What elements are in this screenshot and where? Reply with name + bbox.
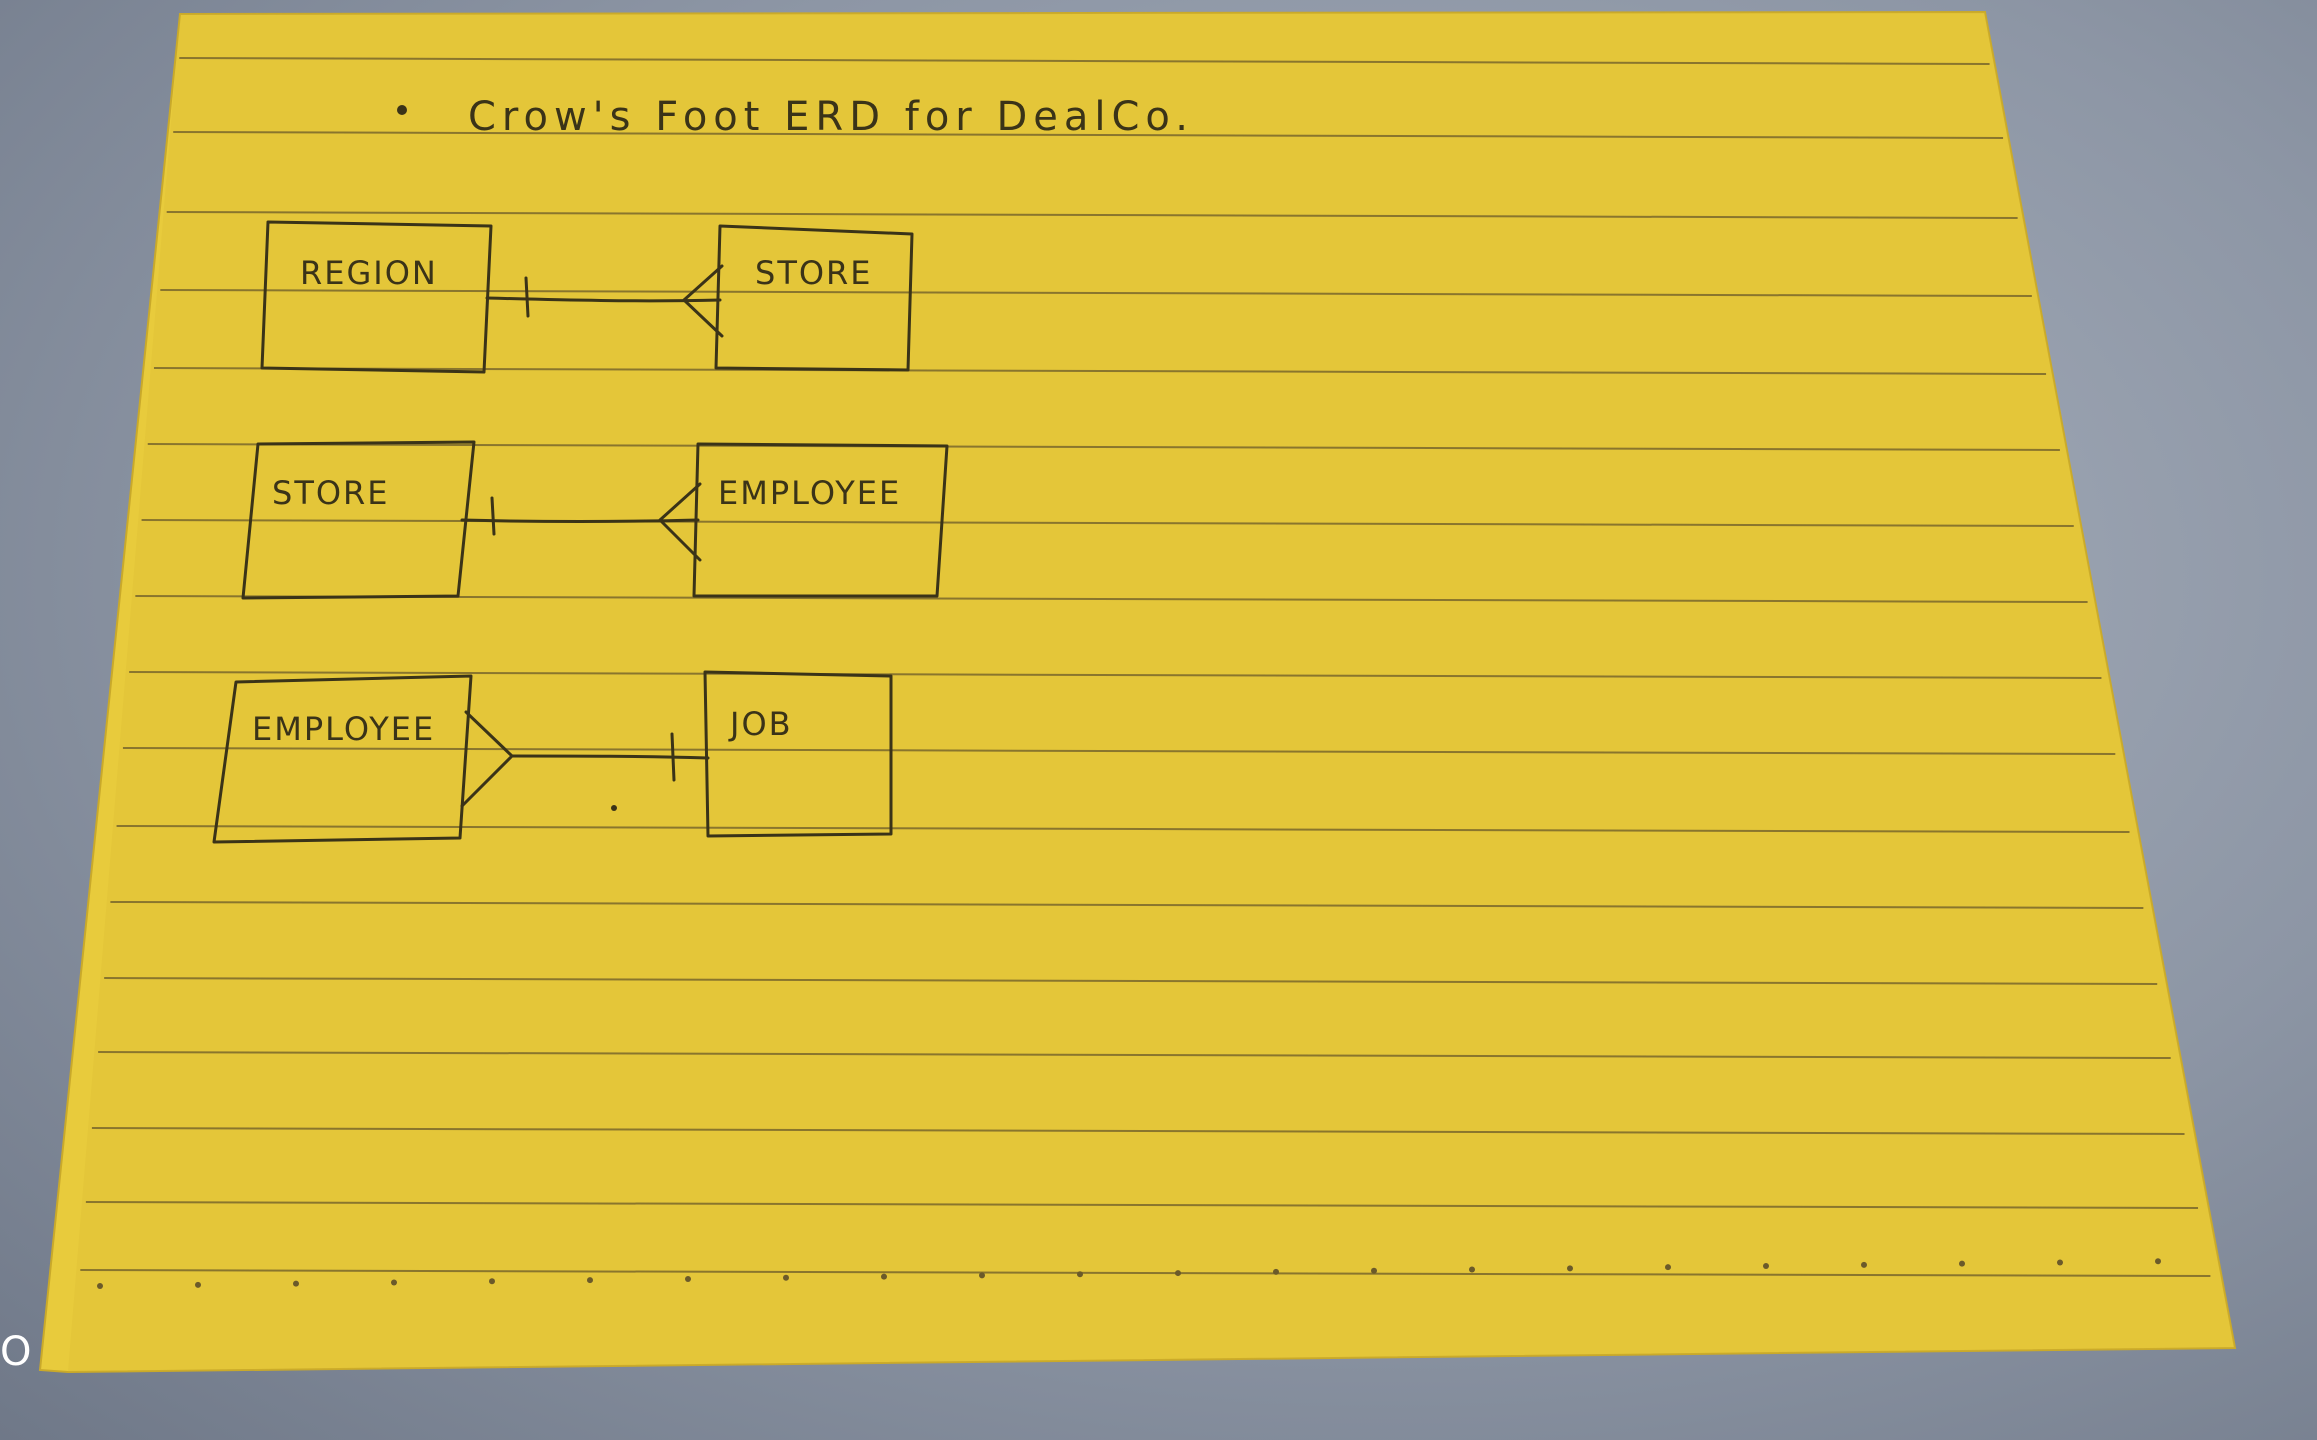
entity-box-store — [241, 440, 476, 600]
entity-label-job: JOB — [728, 705, 793, 743]
perforation-dot — [1077, 1271, 1083, 1278]
perforation-dot — [1175, 1270, 1181, 1277]
entity-label-region: REGION — [300, 254, 438, 292]
perforation-dot — [1273, 1268, 1279, 1275]
ruled-line — [104, 977, 2158, 985]
ruled-line — [116, 825, 2130, 833]
crow-foot-marker — [682, 264, 724, 338]
relationship-line — [510, 754, 710, 760]
perforation-dot — [1959, 1260, 1965, 1267]
paper-sheet — [38, 10, 2237, 1374]
perforation-dot — [1567, 1265, 1573, 1272]
entity-box-job — [703, 670, 893, 838]
perforation-dot — [2155, 1258, 2161, 1265]
perforation-dot — [195, 1281, 201, 1288]
perforation-dot — [1371, 1267, 1377, 1274]
ruled-line — [135, 595, 2088, 603]
perforation-dot — [881, 1273, 887, 1280]
ruled-line — [91, 1127, 2185, 1135]
one-marker — [670, 732, 676, 782]
perforation-dot — [783, 1274, 789, 1281]
relationship-store-employee: STORE EMPLOYEE — [241, 440, 949, 600]
perforation-dot — [1469, 1266, 1475, 1273]
perforation-dots — [97, 1258, 2161, 1289]
relationship-line — [485, 296, 722, 303]
ruled-line — [85, 1201, 2199, 1209]
perforation-dot — [97, 1283, 103, 1289]
relationship-employee-job: EMPLOYEE JOB — [212, 670, 893, 844]
ruled-line — [80, 1269, 2211, 1277]
crow-foot-marker — [658, 482, 702, 562]
stray-ink-dot — [611, 805, 617, 811]
entity-box-employee — [212, 674, 473, 844]
one-marker — [490, 496, 496, 536]
corner-mark: O — [0, 1329, 31, 1375]
ruled-line — [173, 131, 2004, 139]
one-marker — [524, 276, 530, 318]
entity-box-region — [260, 220, 493, 374]
perforation-dot — [1763, 1263, 1769, 1270]
relationship-region-store: REGION STORE — [260, 220, 914, 374]
ruled-line — [110, 901, 2144, 909]
entity-label-store: STORE — [755, 254, 873, 292]
perforation-dot — [1665, 1264, 1671, 1271]
ruled-line — [122, 747, 2116, 755]
ruled-line — [153, 367, 2047, 375]
ruled-lines — [80, 57, 2211, 1277]
perforation-dot — [979, 1272, 985, 1279]
paper-shade — [68, 12, 2235, 1372]
ruled-line — [147, 443, 2060, 451]
ruled-line — [166, 211, 2018, 219]
perforation-dot — [293, 1280, 299, 1287]
relationship-line — [460, 518, 700, 523]
ruled-line — [179, 57, 1990, 65]
entity-label-employee: EMPLOYEE — [252, 710, 435, 748]
crow-foot-marker — [460, 710, 514, 808]
perforation-dot — [1861, 1261, 1867, 1268]
ruled-line — [98, 1051, 2171, 1059]
entity-box-store — [714, 224, 914, 372]
perforation-dot — [2057, 1259, 2063, 1266]
bullet-dot — [397, 105, 407, 115]
perforation-dot — [489, 1278, 495, 1285]
entity-label-employee: EMPLOYEE — [718, 474, 901, 512]
perforation-dot — [685, 1275, 691, 1282]
perforation-dot — [391, 1279, 397, 1286]
ruled-line — [129, 671, 2102, 679]
entity-box-employee — [692, 442, 949, 598]
entity-label-store: STORE — [272, 474, 390, 512]
ruled-line — [160, 289, 2032, 297]
page-title: Crow's Foot ERD for DealCo. — [468, 94, 1194, 140]
perforation-dot — [587, 1277, 593, 1284]
